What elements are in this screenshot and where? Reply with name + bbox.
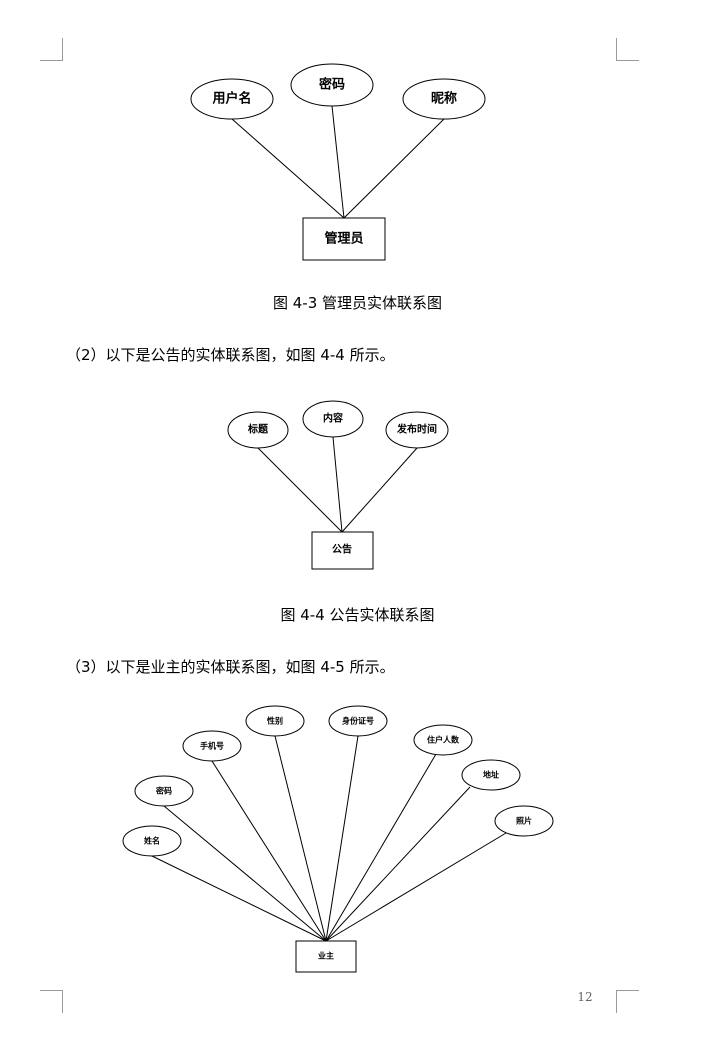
paragraph-notice-intro: （2）以下是公告的实体联系图，如图 4-4 所示。 — [66, 346, 395, 364]
admin-attr-password: 密码 — [290, 63, 374, 107]
owner-edge-password — [163, 805, 327, 942]
owner-attr-password: 密码 — [134, 775, 194, 807]
owner-attr-gender-label: 性别 — [267, 716, 283, 726]
owner-attr-residents: 住户人数 — [413, 724, 473, 756]
owner-attr-gender: 性别 — [245, 705, 305, 737]
admin-edge-username — [231, 118, 345, 219]
admin-attr-nickname: 昵称 — [402, 78, 486, 120]
owner-attr-name-label: 姓名 — [143, 836, 160, 846]
owner-edge-residents — [325, 753, 437, 942]
notice-attr-time-label: 发布时间 — [396, 423, 437, 436]
owner-er-diagram: 姓名 密码 手机号 性别 身份证号 住户人数 地址 照片 — [122, 705, 554, 973]
notice-entity: 公告 — [311, 531, 374, 570]
admin-er-diagram: 用户名 密码 昵称 管理员 — [190, 63, 486, 261]
owner-attr-id-number-label: 身份证号 — [342, 716, 374, 726]
caption-figure-4-3: 图 4-3 管理员实体联系图 — [272, 294, 443, 312]
crop-mark-bottom-right — [616, 990, 639, 1013]
owner-attr-id-number: 身份证号 — [328, 705, 388, 737]
owner-edge-name — [151, 855, 327, 942]
admin-attr-nickname-label: 昵称 — [431, 91, 457, 107]
notice-attr-title: 标题 — [227, 411, 289, 449]
owner-edge-address — [325, 786, 471, 942]
notice-edge-time — [341, 447, 418, 533]
owner-attr-phone-label: 手机号 — [200, 741, 224, 751]
admin-entity-label: 管理员 — [324, 231, 363, 247]
owner-attr-phone: 手机号 — [182, 730, 242, 762]
owner-entity: 业主 — [295, 940, 357, 973]
notice-er-diagram: 标题 内容 发布时间 公告 — [227, 400, 449, 570]
paragraph-owner-intro: （3）以下是业主的实体联系图，如图 4-5 所示。 — [66, 658, 395, 676]
owner-attr-password-label: 密码 — [155, 786, 172, 796]
owner-attr-photo: 照片 — [494, 805, 554, 837]
owner-edge-photo — [325, 832, 507, 942]
page-number: 12 — [577, 990, 593, 1004]
admin-edge-nickname — [343, 118, 445, 219]
admin-entity: 管理员 — [302, 217, 386, 261]
admin-attr-password-label: 密码 — [318, 77, 345, 93]
owner-attr-address: 地址 — [461, 759, 521, 791]
notice-edge-content — [332, 436, 343, 533]
owner-edge-phone — [211, 760, 327, 942]
admin-edge-password — [331, 105, 345, 219]
notice-attr-title-label: 标题 — [247, 423, 269, 436]
owner-edge-gender — [274, 735, 327, 942]
admin-attr-username-label: 用户名 — [211, 91, 251, 107]
crop-mark-top-right — [616, 38, 639, 61]
notice-attr-content: 内容 — [302, 400, 364, 438]
owner-attr-residents-label: 住户人数 — [427, 735, 460, 745]
owner-entity-label: 业主 — [318, 951, 334, 961]
caption-figure-4-4: 图 4-4 公告实体联系图 — [280, 606, 435, 624]
notice-entity-label: 公告 — [332, 543, 352, 556]
notice-edge-title — [257, 447, 343, 533]
owner-edge-id — [325, 735, 359, 942]
owner-attr-name: 姓名 — [122, 825, 182, 857]
notice-attr-content-label: 内容 — [323, 412, 343, 425]
crop-mark-bottom-left — [40, 990, 63, 1013]
admin-attr-username: 用户名 — [190, 78, 274, 120]
owner-attr-address-label: 地址 — [483, 770, 499, 780]
notice-attr-time: 发布时间 — [385, 411, 449, 449]
owner-attr-photo-label: 照片 — [516, 816, 532, 826]
crop-mark-top-left — [40, 38, 63, 61]
